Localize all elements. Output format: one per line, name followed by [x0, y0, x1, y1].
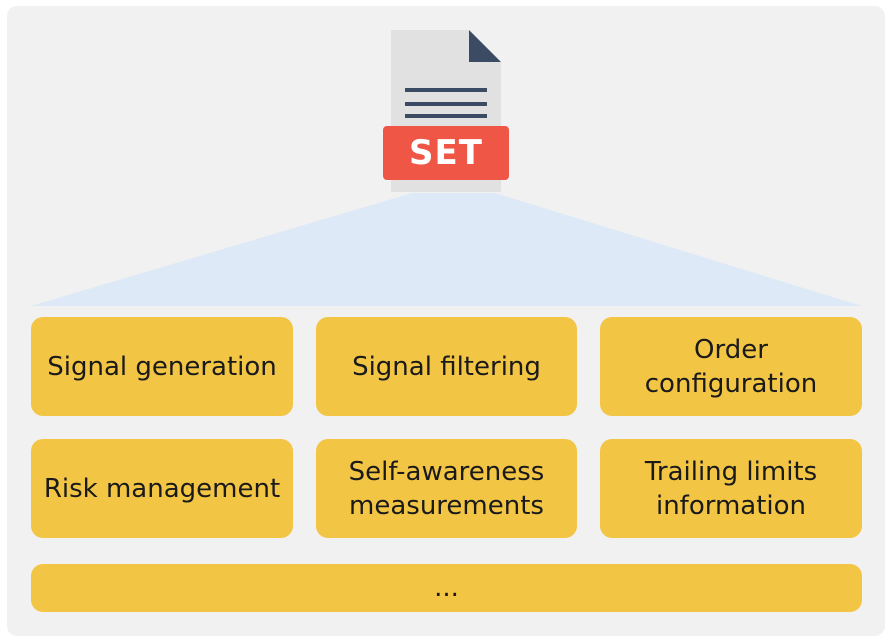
file-line-3 — [405, 114, 487, 118]
set-file-icon — [383, 30, 509, 192]
box-trailing-limits-information: Trailing limits information — [600, 439, 862, 538]
box-risk-management: Risk management — [31, 439, 293, 538]
file-badge — [383, 126, 509, 180]
box-order-configuration: Order configuration — [600, 317, 862, 416]
fan-triangle — [31, 193, 862, 306]
file-corner-fold — [469, 30, 501, 62]
box-signal-filtering: Signal filtering — [316, 317, 577, 416]
file-line-2 — [405, 102, 487, 106]
box-signal-generation: Signal generation — [31, 317, 293, 416]
file-line-1 — [405, 88, 487, 92]
file-badge-label: SET — [409, 133, 483, 173]
box-more: ... — [31, 564, 862, 612]
box-self-awareness-measurements: Self-awareness measurements — [316, 439, 577, 538]
